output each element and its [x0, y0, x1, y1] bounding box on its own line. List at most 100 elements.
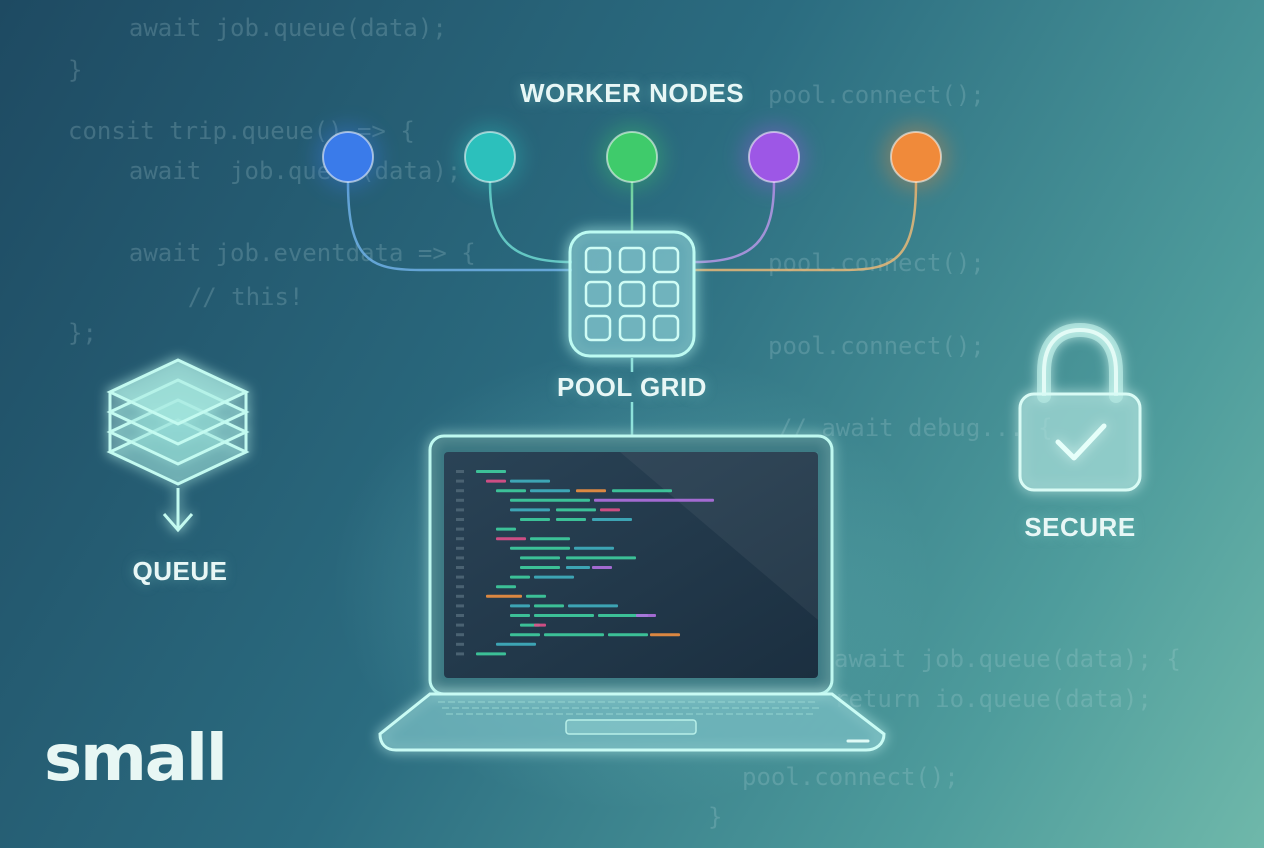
code-token: [600, 508, 620, 512]
arrow-down-icon: [162, 488, 194, 533]
screen-code: [456, 470, 714, 656]
grid-cell: [652, 314, 680, 342]
line-number: [456, 508, 464, 512]
code-token: [520, 556, 560, 560]
grid-cell: [618, 280, 646, 308]
grid-cell: [618, 246, 646, 274]
code-token: [566, 566, 590, 569]
code-token: [530, 537, 570, 541]
code-token: [526, 594, 546, 598]
line-number: [456, 585, 464, 589]
code-token: [496, 527, 516, 531]
code-token: [510, 546, 570, 550]
code-token: [534, 604, 564, 608]
code-token: [544, 633, 604, 637]
line-number: [456, 614, 464, 617]
line-number: [456, 633, 464, 637]
line-number: [456, 604, 464, 608]
bg-code-line: pool.connect();: [768, 81, 985, 109]
bg-code-line: }: [68, 56, 83, 84]
line-number: [456, 546, 464, 550]
code-token: [534, 623, 546, 627]
code-token: [520, 518, 550, 521]
code-token: [612, 489, 672, 493]
checkmark-icon: [1055, 423, 1107, 461]
worker-nodes-label: WORKER NODES: [519, 78, 745, 108]
queue-stack-icon: [106, 358, 250, 486]
node-connectors: [346, 181, 918, 436]
code-token: [574, 546, 614, 550]
connector-line: [488, 181, 573, 264]
code-token: [496, 537, 526, 541]
queue-label: QUEUE: [132, 556, 228, 586]
grid-cell: [584, 314, 612, 342]
line-number: [456, 479, 464, 483]
code-token: [486, 594, 522, 598]
worker-node: [322, 131, 374, 183]
brand-logo: small: [44, 722, 228, 796]
code-token: [534, 614, 594, 617]
worker-node: [890, 131, 942, 183]
code-token: [476, 470, 506, 473]
code-token: [592, 518, 632, 521]
code-token: [576, 489, 606, 493]
grid-cell: [584, 280, 612, 308]
code-token: [496, 642, 536, 646]
secure-label: SECURE: [1024, 512, 1136, 542]
code-token: [510, 633, 540, 637]
bg-code-line: }: [708, 803, 723, 831]
code-token: [598, 614, 648, 617]
code-token: [510, 575, 530, 579]
grid-cell: [652, 280, 680, 308]
connector-line: [694, 181, 918, 272]
pool-grid-label: POOL GRID: [557, 372, 707, 402]
line-number: [456, 566, 464, 569]
code-token: [510, 508, 550, 512]
code-token: [556, 508, 596, 512]
code-token: [636, 614, 656, 617]
code-token: [510, 479, 550, 483]
code-token: [592, 566, 612, 569]
worker-node: [464, 131, 516, 183]
bg-code-line: pool.connect();: [768, 249, 985, 277]
line-number: [456, 642, 464, 646]
code-token: [534, 575, 574, 579]
code-token: [594, 498, 714, 502]
line-number: [456, 470, 464, 473]
line-number: [456, 489, 464, 493]
line-number: [456, 527, 464, 531]
code-token: [476, 652, 506, 656]
line-number: [456, 575, 464, 579]
laptop-trackpad: [565, 719, 697, 735]
code-token: [650, 633, 680, 637]
bg-code-line: consit trip.queue() => {: [68, 117, 415, 145]
grid-cell: [652, 246, 680, 274]
code-token: [608, 633, 648, 637]
line-number: [456, 594, 464, 598]
code-token: [556, 518, 586, 521]
grid-cell: [584, 246, 612, 274]
laptop-icon: [332, 350, 932, 810]
code-token: [530, 489, 570, 493]
grid-cell: [618, 314, 646, 342]
worker-nodes-group: [316, 125, 948, 189]
code-token: [520, 566, 560, 569]
code-token: [566, 556, 636, 560]
bg-code-line: pool.connect();: [768, 332, 985, 360]
line-number: [456, 537, 464, 541]
bg-code-line: };: [68, 319, 97, 347]
bg-code-line: // this!: [130, 283, 304, 311]
code-token: [510, 614, 530, 617]
connector-line: [346, 181, 572, 272]
laptop-keyboard: [438, 701, 819, 715]
line-number: [456, 652, 464, 656]
line-number: [456, 498, 464, 502]
lock-icon: [1018, 322, 1142, 492]
code-token: [496, 489, 526, 493]
code-token: [486, 479, 506, 483]
code-token: [510, 498, 590, 502]
worker-node: [606, 131, 658, 183]
line-number: [456, 556, 464, 560]
line-number: [456, 623, 464, 627]
